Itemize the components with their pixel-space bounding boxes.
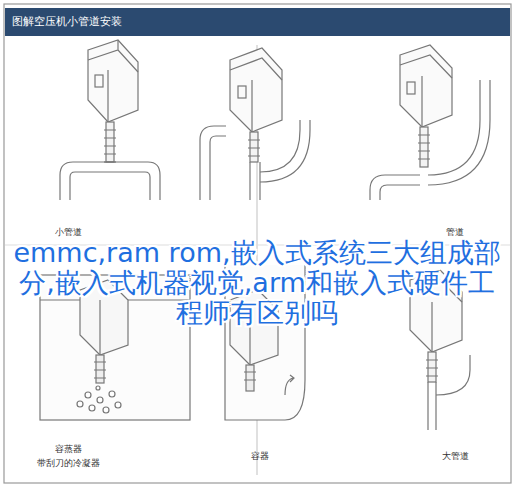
caption: 容器 — [251, 450, 269, 463]
header-title: 图解空压机小管道安装 — [12, 14, 122, 29]
caption: 容蒸器 — [55, 443, 82, 456]
caption: 大管道 — [442, 450, 469, 463]
caption: 带刮刀的冷凝器 — [37, 457, 100, 470]
overlay-text: emmc,ram rom,嵌入式系统三大组成部分,嵌入式机器视觉,arm和嵌入式… — [7, 238, 507, 328]
